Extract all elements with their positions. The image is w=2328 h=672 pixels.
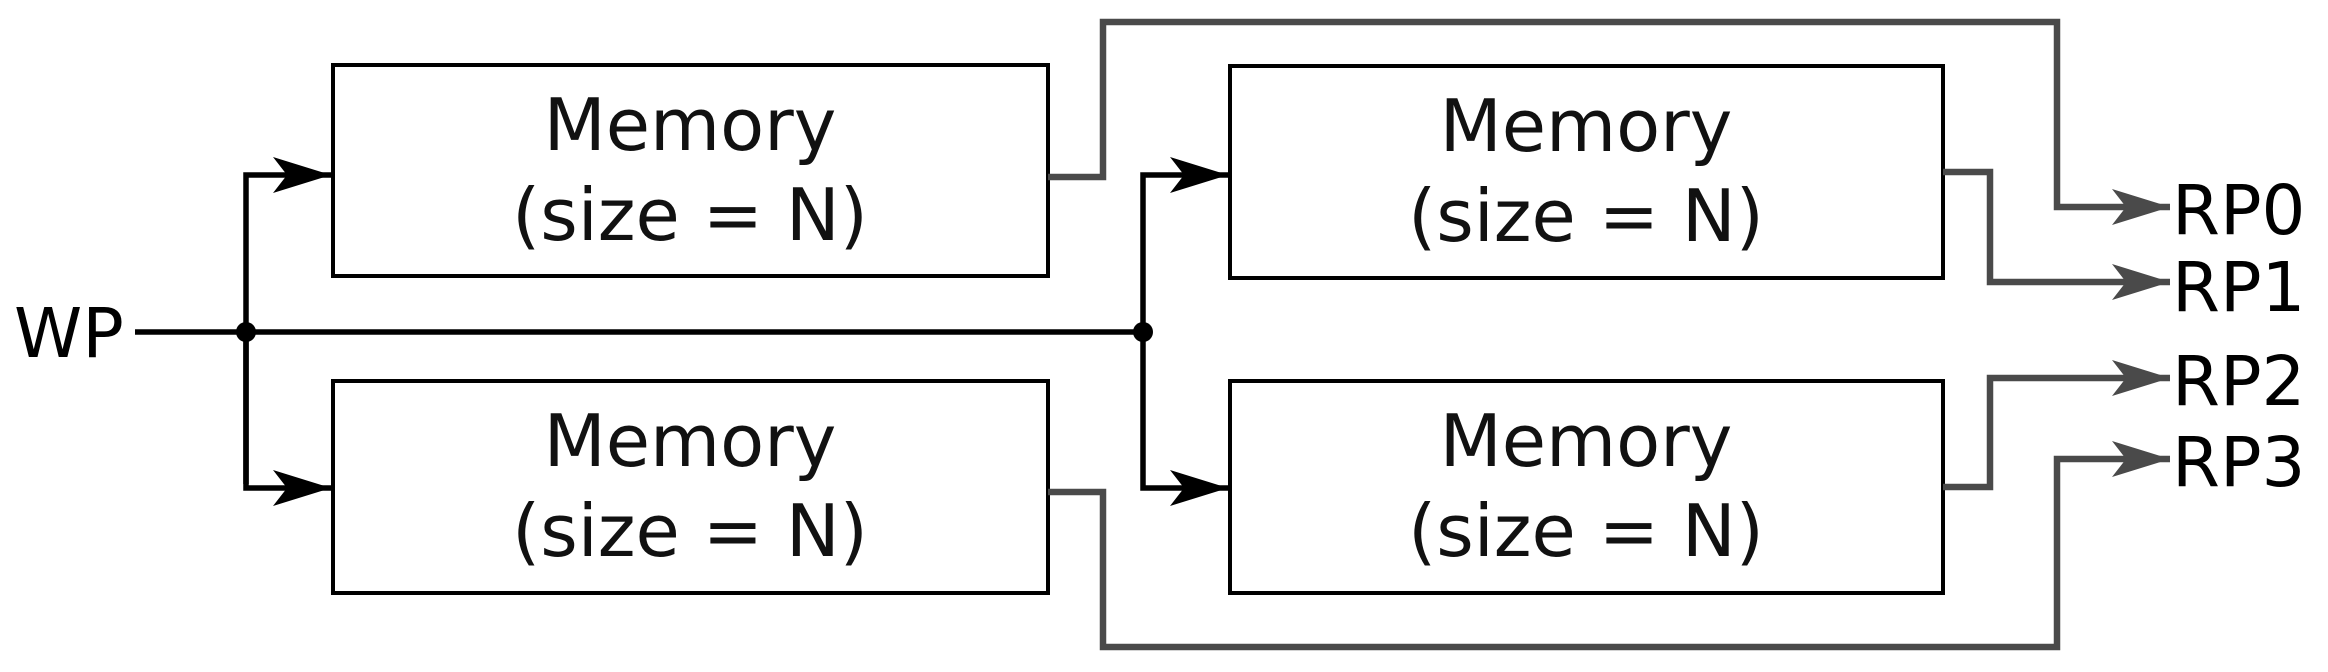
read-paths: [1048, 18, 2170, 651]
write-arrow-top-right: [1140, 157, 1228, 332]
memory-block-top-left: Memory (size = N): [331, 63, 1050, 278]
memory-size: (size = N): [1408, 174, 1764, 258]
read-path-rp2: [1943, 360, 2170, 491]
read-port-label-rp2: RP2: [2172, 342, 2305, 422]
memory-size: (size = N): [1408, 489, 1764, 573]
memory-size: (size = N): [512, 489, 868, 573]
memory-title: Memory: [544, 399, 837, 483]
read-path-rp0: [1048, 18, 2170, 225]
read-port-label-rp0: RP0: [2172, 171, 2305, 251]
read-port-label-rp1: RP1: [2172, 248, 2305, 328]
write-arrow-bottom-right: [1140, 332, 1228, 506]
write-arrow-bottom-left: [243, 332, 331, 506]
junction-dot: [1133, 322, 1153, 342]
memory-title: Memory: [544, 83, 837, 167]
read-path-rp1: [1943, 168, 2170, 300]
write-port-label: WP: [14, 294, 124, 374]
junction-dot: [236, 322, 256, 342]
memory-block-bottom-left: Memory (size = N): [331, 379, 1050, 595]
read-path-rp3: [1048, 441, 2170, 651]
memory-size: (size = N): [512, 173, 868, 257]
memory-title: Memory: [1440, 399, 1733, 483]
write-bus: [135, 157, 1228, 506]
memory-block-top-right: Memory (size = N): [1228, 64, 1945, 280]
memory-title: Memory: [1440, 84, 1733, 168]
read-port-label-rp3: RP3: [2172, 423, 2305, 503]
memory-block-bottom-right: Memory (size = N): [1228, 379, 1945, 595]
